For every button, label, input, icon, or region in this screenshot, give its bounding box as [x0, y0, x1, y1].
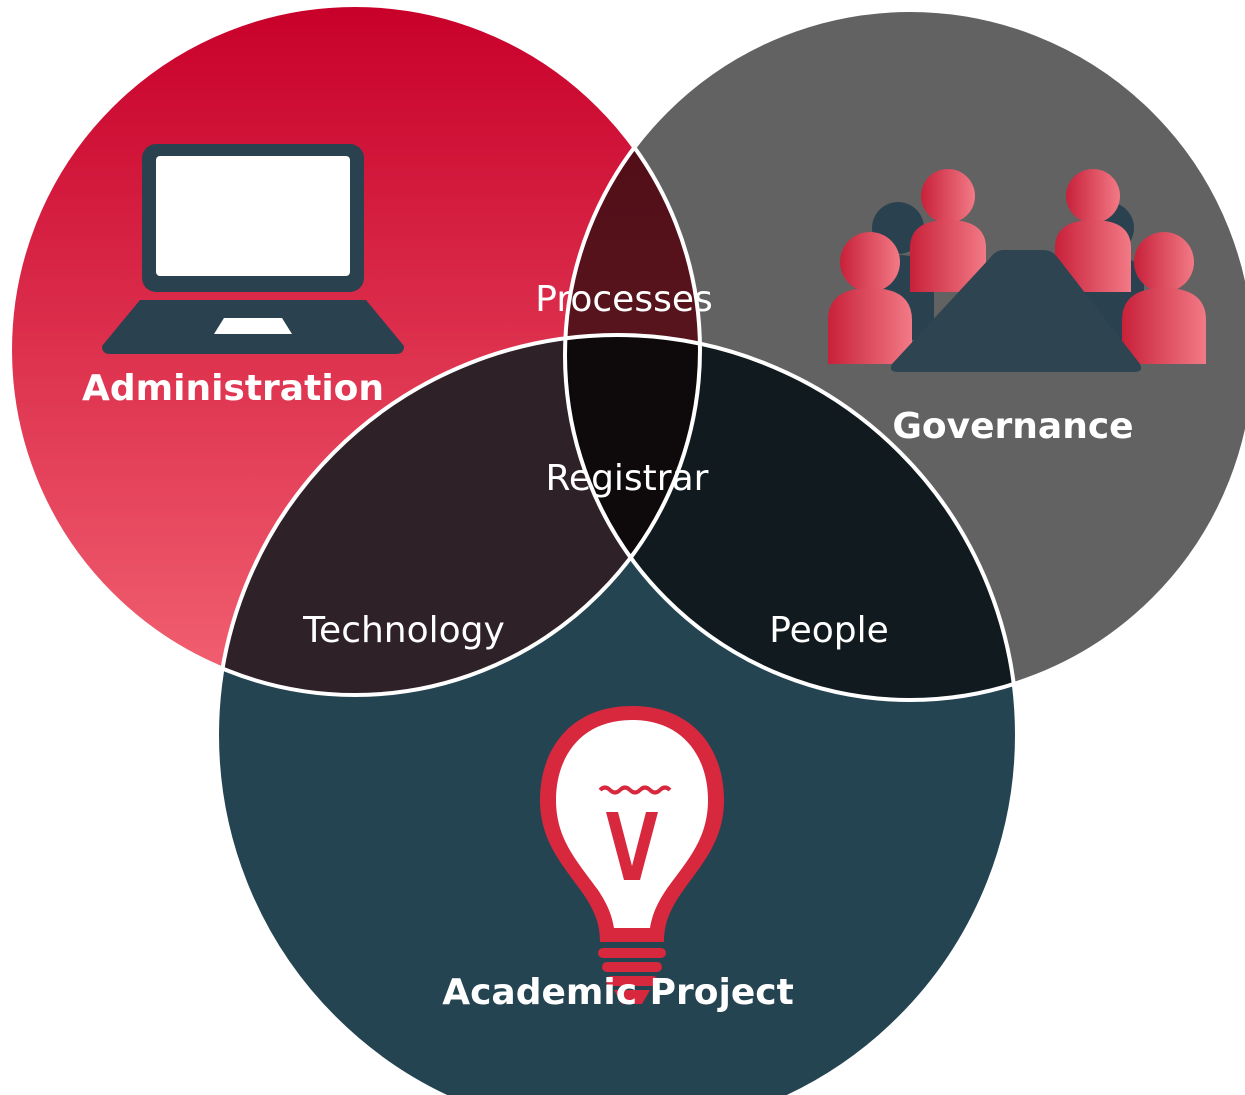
region-technology: [217, 335, 700, 695]
academic-project-label: Academic Project: [442, 972, 794, 1013]
processes-label: Processes: [535, 279, 712, 320]
meeting-group-icon: [828, 169, 1206, 372]
lightbulb-icon: [540, 706, 724, 1004]
outline-governance: [563, 8, 1245, 702]
outline-academic-project: [215, 333, 1019, 1095]
governance-label: Governance: [892, 406, 1133, 447]
people-label: People: [769, 610, 889, 651]
outline-administration: [8, 3, 702, 697]
registrar-label: Registrar: [546, 458, 709, 499]
administration-label: Administration: [82, 368, 384, 409]
region-people: [565, 335, 1017, 700]
technology-label: Technology: [302, 610, 505, 651]
laptop-icon: [102, 144, 404, 354]
